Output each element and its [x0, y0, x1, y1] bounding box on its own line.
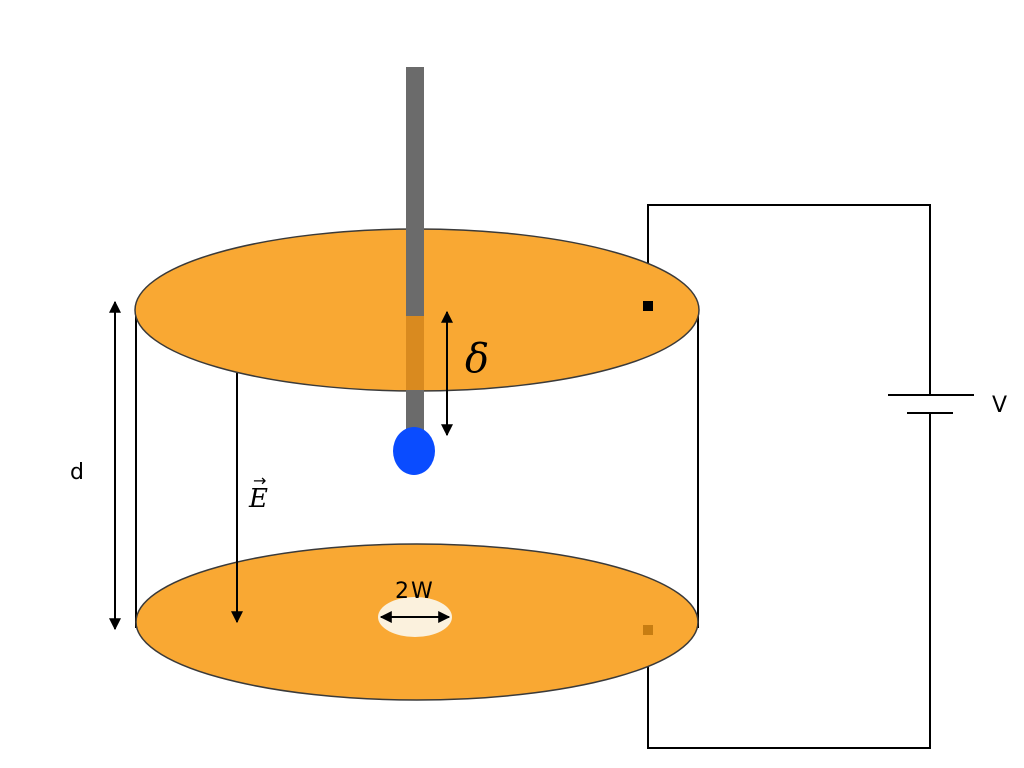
needle-overlap-segment: [406, 316, 424, 392]
circuit-wire: [647, 204, 931, 749]
cylinder-walls: [135, 310, 699, 628]
needle-upper: [406, 67, 424, 316]
bottom-contact-terminal: [643, 625, 653, 635]
top-contact-terminal: [643, 301, 653, 311]
battery-icon: [888, 394, 974, 414]
needle-lower: [406, 390, 424, 435]
droplet: [393, 427, 435, 475]
delta-label: δ: [465, 336, 489, 382]
field-vector-arrow-icon: →: [253, 471, 266, 490]
distance-label: d: [70, 460, 84, 485]
aperture-label: 2W: [395, 579, 435, 604]
voltage-label: V: [992, 393, 1007, 418]
field-label: → E: [248, 471, 268, 514]
field-letter: E: [248, 484, 268, 514]
